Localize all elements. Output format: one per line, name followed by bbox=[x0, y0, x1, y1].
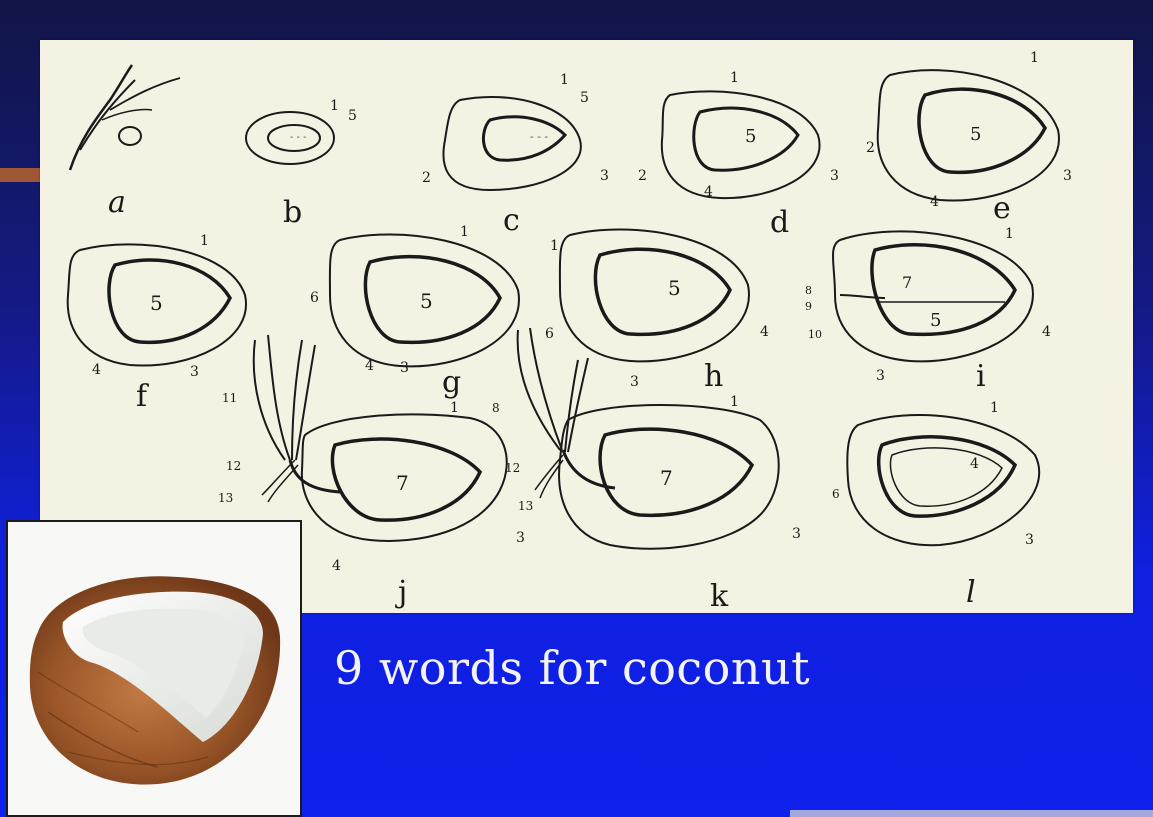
label-h-6: 6 bbox=[545, 326, 554, 342]
label-i-8: 8 bbox=[805, 284, 812, 297]
panel-letter-i: i bbox=[976, 359, 986, 394]
svg-text:- - -: - - - bbox=[530, 130, 548, 143]
slide-caption: 9 words for coconut bbox=[334, 641, 811, 695]
panel-letter-b: b bbox=[283, 195, 302, 230]
label-f-3: 3 bbox=[190, 364, 199, 380]
label-l-6: 6 bbox=[832, 487, 840, 501]
label-d-1: 1 bbox=[730, 70, 739, 86]
label-i-1: 1 bbox=[1005, 226, 1014, 242]
panel-d: 5 1 2 4 3 d bbox=[638, 70, 839, 240]
label-c-3: 3 bbox=[600, 168, 609, 184]
label-g-1: 1 bbox=[460, 224, 469, 240]
svg-text:- - -: - - - bbox=[290, 132, 307, 143]
label-g-6: 6 bbox=[310, 290, 319, 306]
label-g-3: 3 bbox=[400, 360, 409, 376]
label-k-8: 8 bbox=[492, 401, 500, 415]
label-k-12: 12 bbox=[505, 461, 520, 475]
panel-j: 7 11 12 13 1 4 3 j bbox=[218, 334, 525, 610]
label-c-1: 1 bbox=[560, 72, 569, 88]
coconut-photo bbox=[6, 520, 302, 817]
panel-letter-j: j bbox=[395, 575, 407, 610]
label-i-5: 5 bbox=[930, 310, 941, 331]
label-k-13: 13 bbox=[518, 499, 533, 513]
panel-k: 7 8 12 13 1 3 k bbox=[492, 327, 801, 613]
label-j-13: 13 bbox=[218, 491, 233, 505]
label-j-7: 7 bbox=[396, 471, 409, 495]
label-j-4: 4 bbox=[332, 558, 341, 574]
label-f-4: 4 bbox=[92, 362, 101, 378]
panel-letter-e: e bbox=[993, 191, 1011, 226]
bottom-strip bbox=[790, 810, 1153, 817]
label-i-4: 4 bbox=[1042, 324, 1051, 340]
coconut-image bbox=[29, 576, 281, 785]
label-c-2: 2 bbox=[422, 170, 431, 186]
panel-letter-g: g bbox=[442, 365, 461, 400]
label-k-3: 3 bbox=[792, 526, 801, 542]
label-f-5: 5 bbox=[150, 291, 163, 315]
panel-letter-d: d bbox=[770, 205, 789, 240]
panel-g: 5 1 6 4 3 g bbox=[310, 224, 520, 400]
panel-letter-l: l bbox=[966, 575, 976, 610]
panel-letter-k: k bbox=[710, 579, 729, 613]
accent-strip bbox=[0, 168, 40, 182]
label-k-7: 7 bbox=[660, 466, 673, 490]
panel-f: 5 1 4 3 f bbox=[66, 233, 248, 414]
label-i-9: 9 bbox=[805, 300, 812, 313]
panel-letter-a: a bbox=[108, 185, 126, 220]
label-i-10: 10 bbox=[808, 328, 822, 341]
label-h-1: 1 bbox=[550, 238, 559, 254]
label-i-3: 3 bbox=[876, 368, 885, 384]
panel-letter-f: f bbox=[136, 379, 149, 414]
panel-c: - - - 1 5 2 3 c bbox=[422, 72, 609, 238]
label-d-2: 2 bbox=[638, 168, 647, 184]
label-f-1: 1 bbox=[200, 233, 209, 249]
panel-b: - - - 1 5 b bbox=[245, 98, 357, 230]
panel-l: 1 4 6 3 l bbox=[832, 400, 1041, 610]
label-l-3: 3 bbox=[1025, 532, 1034, 548]
panel-letter-c: c bbox=[503, 203, 520, 238]
panel-a: a bbox=[68, 64, 181, 220]
panel-i: 7 5 1 8 9 10 3 4 i bbox=[805, 226, 1051, 394]
label-e-5: 5 bbox=[970, 124, 981, 145]
label-b-1: 1 bbox=[330, 98, 339, 114]
label-c-5: 5 bbox=[580, 90, 589, 106]
label-g-4: 4 bbox=[365, 358, 374, 374]
label-g-5: 5 bbox=[420, 289, 433, 313]
diagram-drawing: a - - - 1 5 b - - - 1 5 2 3 c bbox=[66, 50, 1072, 613]
panel-h: 5 1 6 3 4 h bbox=[545, 228, 769, 394]
label-j-11: 11 bbox=[222, 391, 237, 405]
label-i-7: 7 bbox=[902, 273, 912, 292]
coconut-growth-diagram: a - - - 1 5 b - - - 1 5 2 3 c bbox=[40, 40, 1133, 613]
label-e-1: 1 bbox=[1030, 50, 1039, 66]
label-l-1: 1 bbox=[990, 400, 999, 416]
label-j-1: 1 bbox=[450, 400, 459, 416]
label-k-1: 1 bbox=[730, 394, 739, 410]
label-l-4: 4 bbox=[970, 456, 979, 472]
label-e-2: 2 bbox=[866, 140, 875, 156]
label-e-3: 3 bbox=[1063, 168, 1072, 184]
label-d-5: 5 bbox=[745, 126, 756, 147]
label-h-3: 3 bbox=[630, 374, 639, 390]
label-j-3: 3 bbox=[516, 530, 525, 546]
label-d-3: 3 bbox=[830, 168, 839, 184]
panel-letter-h: h bbox=[704, 359, 723, 394]
label-b-5: 5 bbox=[348, 108, 357, 124]
label-j-12: 12 bbox=[226, 459, 241, 473]
label-h-4: 4 bbox=[760, 324, 769, 340]
label-h-5: 5 bbox=[668, 276, 681, 300]
label-d-4: 4 bbox=[704, 184, 713, 200]
panel-e: 5 1 2 4 3 e bbox=[866, 50, 1072, 226]
label-e-4: 4 bbox=[930, 194, 939, 210]
